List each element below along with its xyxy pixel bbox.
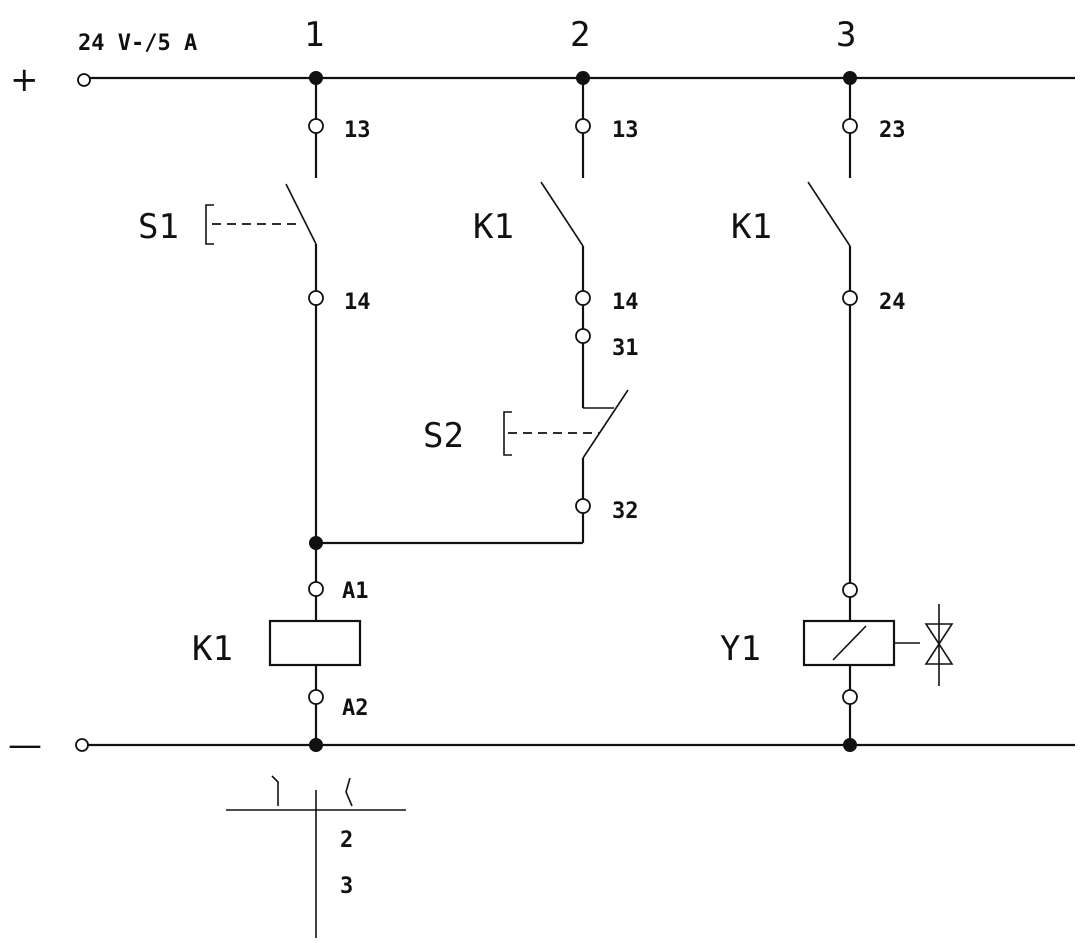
terminal-31	[575, 328, 591, 344]
terminal-label-a2: A2	[342, 696, 369, 721]
k1-contact-label: K1	[731, 207, 772, 247]
contact-table: 2 3	[226, 775, 406, 938]
s1-label: S1	[138, 207, 179, 247]
terminal-32	[575, 498, 591, 514]
solenoid-diagonal	[832, 625, 867, 661]
terminal	[842, 689, 858, 705]
pushbutton-icon	[205, 204, 214, 245]
terminal-label-31: 31	[612, 336, 639, 361]
s2-label: S2	[423, 416, 464, 456]
minus-rail-sign: —	[8, 725, 42, 765]
terminal-label-23: 23	[879, 118, 906, 143]
terminal-24	[842, 290, 858, 306]
k1-contact-blade	[540, 181, 584, 247]
terminal-label-24: 24	[879, 290, 906, 315]
plus-rail-terminal	[77, 73, 91, 87]
branch-1: 13 S1 14 A1 K1 A2	[138, 71, 371, 752]
k1-contact-label: K1	[473, 207, 514, 247]
column-2-label: 2	[570, 15, 590, 55]
terminal-label-a1: A1	[342, 579, 369, 604]
junction-node	[309, 738, 323, 752]
terminal-13	[308, 118, 324, 134]
supply-label: 24 V-/5 A	[78, 31, 197, 56]
terminal-14	[575, 290, 591, 306]
terminal-label-13: 13	[612, 118, 639, 143]
terminal-label-14: 14	[612, 290, 639, 315]
terminal-label-32: 32	[612, 499, 639, 524]
nc-contact-blade	[582, 389, 629, 459]
relay-coil-k1	[268, 619, 362, 667]
terminal-label-14: 14	[344, 290, 371, 315]
terminal-a1	[308, 581, 324, 597]
k1-contact-blade	[807, 181, 851, 247]
terminal-13	[575, 118, 591, 134]
minus-rail-terminal	[75, 738, 89, 752]
terminal-14	[308, 290, 324, 306]
switch-contact-blade	[285, 183, 317, 245]
branch-2: 13 K1 14 31 S2 32	[316, 71, 639, 545]
valve-icon	[924, 604, 954, 686]
pushbutton-icon	[503, 411, 512, 456]
terminal	[842, 582, 858, 598]
terminal-a2	[308, 689, 324, 705]
table-entry: 2	[340, 828, 353, 853]
plus-rail-sign: +	[10, 60, 39, 100]
no-contact-symbol	[345, 777, 353, 807]
k1-coil-label: K1	[192, 629, 233, 669]
junction-node	[843, 738, 857, 752]
terminal-23	[842, 118, 858, 134]
column-1-label: 1	[304, 15, 324, 55]
nc-contact-symbol	[271, 775, 279, 806]
y1-label: Y1	[720, 629, 761, 669]
branch-3: 23 K1 24 Y1	[720, 71, 954, 752]
column-3-label: 3	[836, 15, 856, 55]
terminal-label-13: 13	[344, 118, 371, 143]
table-entry: 3	[340, 874, 353, 899]
